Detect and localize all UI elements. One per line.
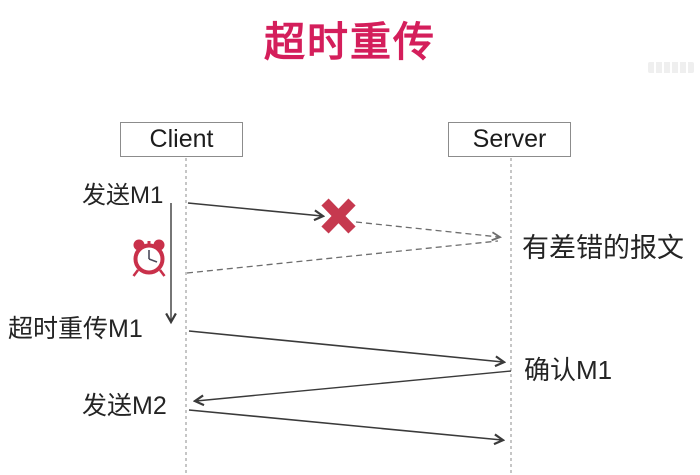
label-send-m1: 发送M1	[82, 182, 164, 209]
error-packet-dashed-arrow	[355, 221, 499, 237]
label-retransmit-m1: 超时重传M1	[8, 315, 143, 343]
send-m1-arrow	[187, 202, 322, 216]
actor-box-server: Server	[448, 122, 571, 157]
packet-error-cross-icon	[321, 198, 356, 234]
error-packet-dashed-line-2	[186, 240, 499, 274]
watermark	[648, 62, 694, 73]
label-error-packet: 有差错的报文	[522, 233, 684, 263]
page-title: 超时重传	[264, 19, 436, 65]
retransmit-m1-arrow	[188, 330, 503, 362]
send-m2-arrow	[188, 409, 502, 440]
ack-m1-arrow	[196, 370, 512, 401]
label-ack-m1: 确认M1	[524, 355, 613, 385]
alarm-clock-icon	[132, 239, 166, 277]
label-send-m2: 发送M2	[82, 392, 167, 420]
actor-label-client: Client	[149, 125, 214, 153]
actor-box-client: Client	[120, 122, 243, 157]
actor-label-server: Server	[472, 125, 547, 153]
